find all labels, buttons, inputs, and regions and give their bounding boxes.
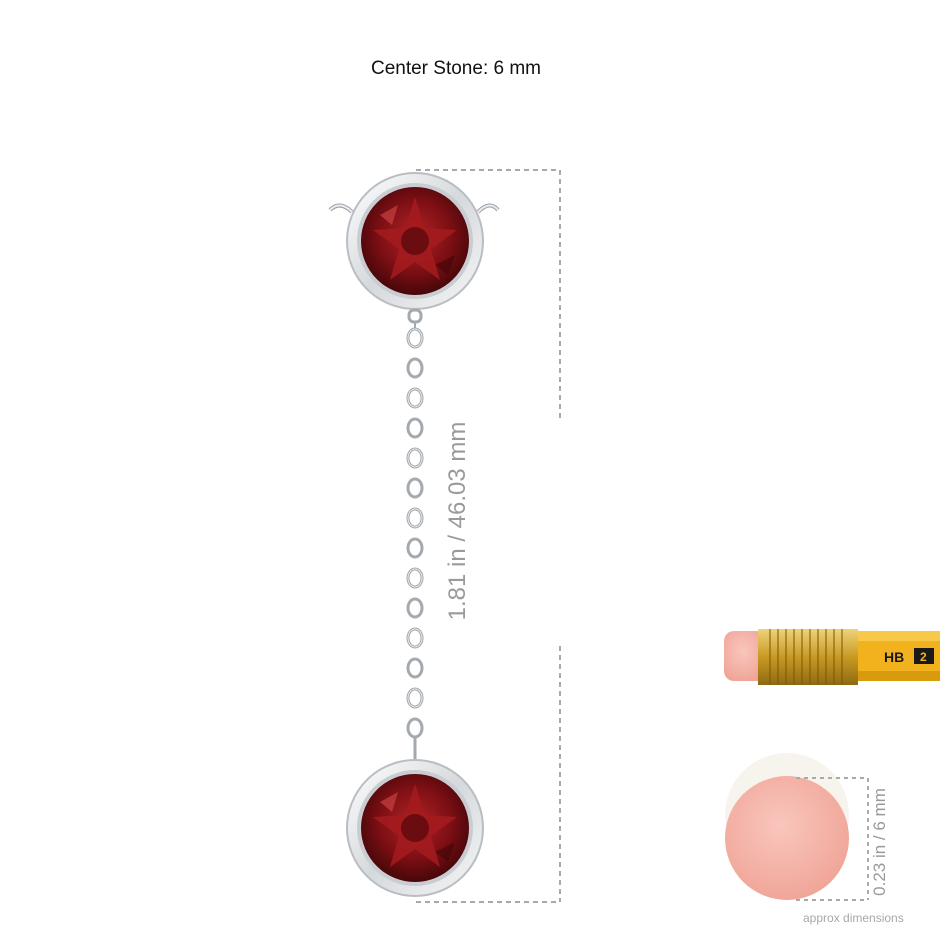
- length-dimension-line: [416, 169, 561, 903]
- chain-stub-right: [476, 203, 500, 214]
- top-garnet-bezel: [346, 172, 484, 310]
- pencil-icon: HB 2: [724, 629, 940, 685]
- pencil-grade-label: HB: [884, 649, 904, 665]
- chain: [406, 308, 424, 760]
- eraser-icon: [725, 753, 849, 900]
- approx-dimensions-note: approx dimensions: [803, 911, 904, 925]
- eraser-dimension-line: [796, 777, 869, 901]
- pencil-number-label: 2: [920, 650, 927, 664]
- length-dimension-label: 1.81 in / 46.03 mm: [444, 421, 471, 621]
- eraser-dimension-label: 0.23 in / 6 mm: [870, 788, 889, 896]
- chain-stub-left: [328, 203, 354, 214]
- center-stone-title: Center Stone: 6 mm: [370, 58, 542, 79]
- bottom-garnet-bezel: [346, 759, 484, 897]
